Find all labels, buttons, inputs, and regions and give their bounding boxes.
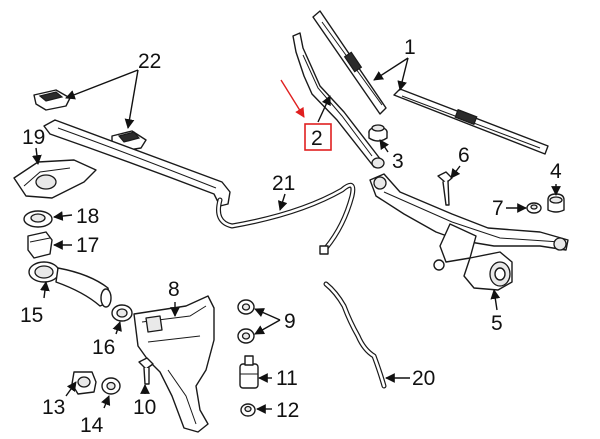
callout-5: 5 — [491, 312, 503, 335]
callout-4: 4 — [550, 160, 562, 183]
callout-2: 2 — [311, 127, 323, 150]
retainer-clip-upper[interactable] — [33, 89, 71, 111]
callout-8: 8 — [168, 278, 180, 301]
seal-ring[interactable] — [111, 304, 133, 322]
callout-16: 16 — [92, 336, 115, 359]
callout-9: 9 — [284, 310, 296, 333]
wiper-blade-lower[interactable] — [393, 88, 549, 155]
grommet[interactable] — [23, 210, 53, 228]
nut[interactable] — [526, 202, 542, 214]
leader-lines — [32, 57, 561, 414]
washer-hose[interactable] — [216, 182, 356, 255]
callout-7: 7 — [492, 197, 504, 220]
callout-labels: 1 2 3 4 5 6 7 8 9 10 11 12 13 14 15 16 1… — [20, 36, 562, 437]
pump-seal[interactable] — [240, 403, 256, 417]
cowl-seal-strip[interactable] — [43, 119, 231, 207]
highlight-indicator — [280, 79, 332, 151]
wiper-linkage[interactable] — [369, 173, 569, 271]
callout-3: 3 — [392, 150, 404, 173]
wiper-arm[interactable] — [292, 32, 385, 169]
callout-13: 13 — [42, 396, 65, 419]
callout-6: 6 — [458, 144, 470, 167]
pump-grommet-upper[interactable] — [237, 299, 255, 315]
callout-1: 1 — [404, 36, 416, 59]
washer-hose-lower[interactable] — [323, 281, 387, 389]
callout-18: 18 — [76, 205, 99, 228]
wiper-blade-upper[interactable] — [312, 10, 387, 115]
bushing[interactable] — [27, 231, 53, 259]
sensor-grommet[interactable] — [101, 377, 121, 395]
filler-neck[interactable] — [28, 261, 112, 308]
wiper-motor[interactable] — [463, 251, 513, 291]
callout-20: 20 — [412, 367, 435, 390]
bolt[interactable] — [437, 171, 453, 206]
arm-cap[interactable] — [547, 193, 565, 213]
washer-pump[interactable] — [239, 355, 259, 389]
callout-12: 12 — [276, 399, 299, 422]
reservoir-bolt[interactable] — [138, 357, 154, 385]
callout-22: 22 — [138, 50, 161, 73]
callout-14: 14 — [80, 414, 104, 437]
callout-17: 17 — [76, 234, 99, 257]
cowl-bracket[interactable] — [13, 159, 97, 199]
callout-19: 19 — [22, 126, 45, 149]
washer-reservoir[interactable] — [133, 295, 215, 433]
callout-11: 11 — [276, 367, 298, 390]
callout-15: 15 — [20, 304, 43, 327]
callout-10: 10 — [133, 396, 156, 419]
pump-grommet-lower[interactable] — [237, 328, 255, 344]
level-sensor[interactable] — [71, 371, 97, 395]
callout-21: 21 — [272, 172, 295, 195]
nut-cap[interactable] — [368, 124, 388, 142]
